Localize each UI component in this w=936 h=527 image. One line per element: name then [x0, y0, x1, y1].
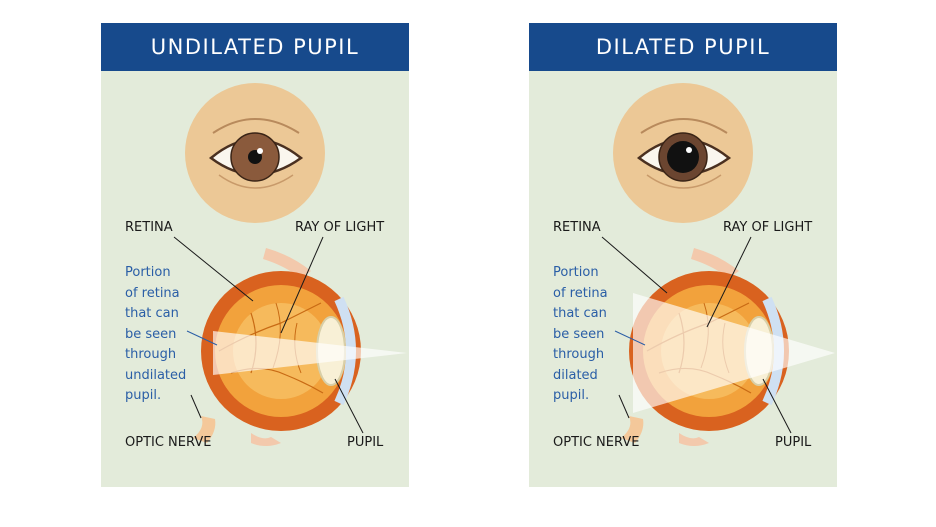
dilated-panel: DILATED PUPIL RETINA RAY OF LIGHT Portio… — [529, 23, 837, 487]
portion-caption-line: dilated — [553, 367, 598, 383]
portion-caption-line: undilated — [125, 367, 187, 383]
portion-caption-line: pupil. — [553, 388, 590, 403]
undilated-pupil-title: UNDILATED PUPIL — [101, 23, 409, 71]
dilated-illustration — [601, 83, 835, 446]
ray-of-light-leader-line — [280, 236, 324, 334]
portion-caption-line: Portion — [125, 265, 171, 280]
ray-of-light-label: RAY OF LIGHT — [723, 220, 813, 235]
undilated-front-eye-illustration — [185, 83, 325, 223]
optic-nerve-label: OPTIC NERVE — [553, 435, 640, 450]
retina-leader-line — [173, 236, 254, 302]
pupil-leader-line — [334, 378, 364, 434]
undilated-light-cone — [213, 331, 407, 375]
dilated-eyeball-cross-section — [621, 248, 835, 446]
portion-caption-line: Portion — [553, 265, 599, 280]
portion-caption-line: of retina — [553, 285, 608, 301]
portion-caption-line: that can — [553, 306, 607, 321]
portion-caption-line: through — [553, 347, 605, 362]
portion-leader-line — [186, 330, 218, 346]
ray-of-light-label: RAY OF LIGHT — [295, 220, 385, 235]
portion-caption-line: through — [125, 347, 177, 362]
undilated-panel: UNDILATED PUPIL RETINA RAY OF LIGHT Port… — [101, 23, 409, 487]
dilated-light-cone — [633, 293, 835, 413]
undilated-eyeball-cross-section — [193, 248, 407, 446]
portion-of-retina-caption: Portion of retina that can be seen throu… — [553, 263, 608, 407]
dilated-front-eye-illustration — [613, 83, 753, 223]
pupil-label: PUPIL — [775, 435, 812, 450]
retina-leader-line — [601, 236, 668, 294]
portion-caption-line: be seen — [125, 326, 177, 342]
undilated-illustration — [173, 83, 407, 446]
ray-of-light-leader-line — [706, 236, 752, 328]
pupil-label: PUPIL — [347, 435, 384, 450]
portion-leader-line — [614, 330, 646, 346]
portion-caption-line: of retina — [125, 285, 180, 301]
optic-nerve-leader-line — [618, 394, 630, 419]
retina-label: RETINA — [125, 220, 173, 235]
optic-nerve-label: OPTIC NERVE — [125, 435, 212, 450]
portion-caption-line: that can — [125, 306, 179, 321]
dilated-pupil-title: DILATED PUPIL — [529, 23, 837, 71]
portion-of-retina-caption: Portion of retina that can be seen throu… — [125, 263, 186, 407]
retina-label: RETINA — [553, 220, 601, 235]
optic-nerve-leader-line — [190, 394, 202, 419]
portion-caption-line: be seen — [553, 326, 605, 342]
portion-caption-line: pupil. — [125, 388, 162, 403]
pupil-leader-line — [762, 378, 792, 434]
